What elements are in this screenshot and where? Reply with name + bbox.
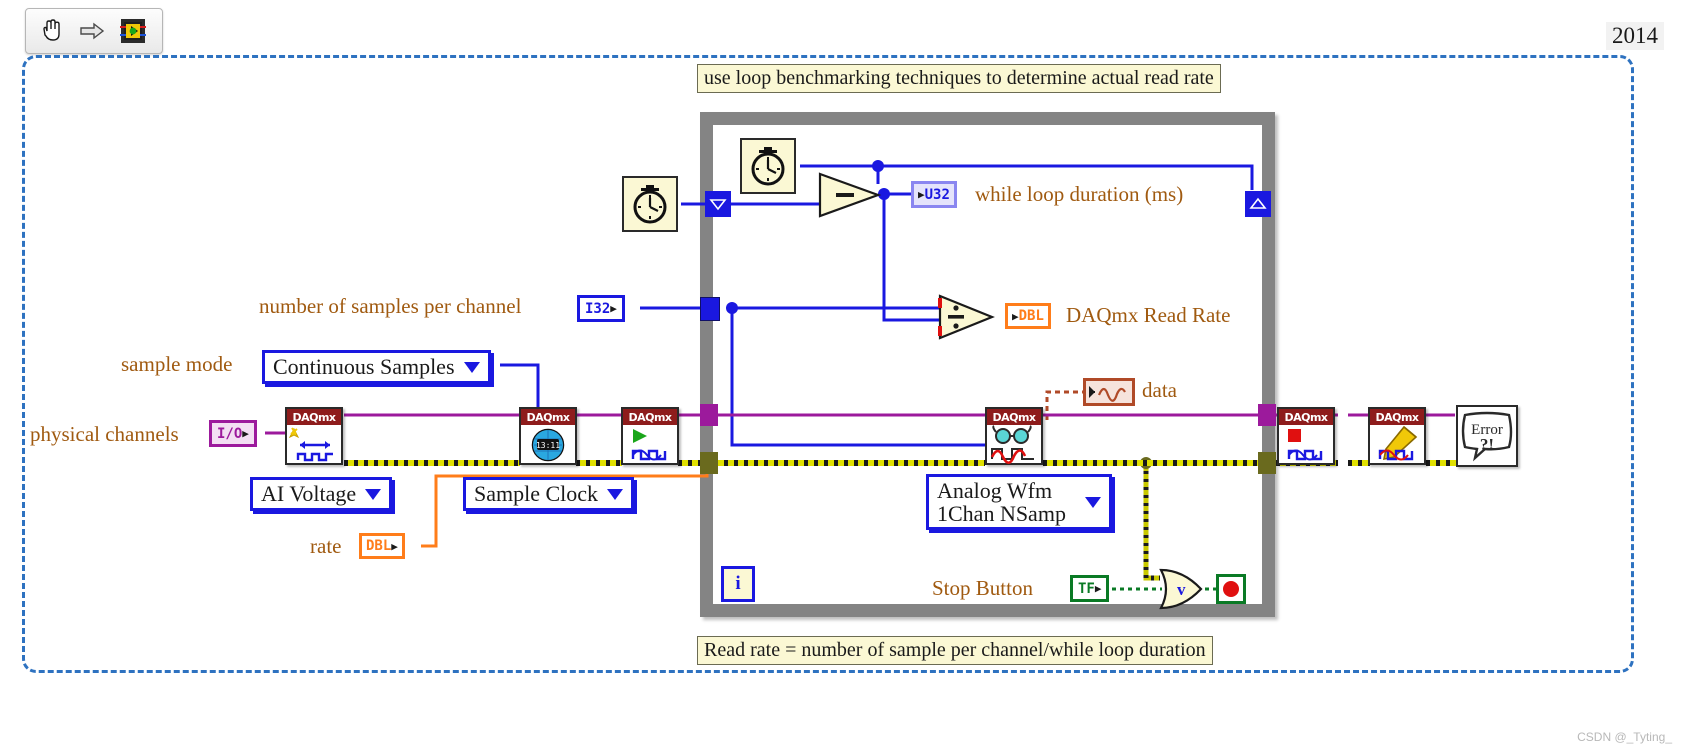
- physical-channels-control[interactable]: I/O▶: [209, 420, 257, 447]
- create-virtual-channel-icon: [287, 425, 341, 463]
- vi-header: DAQmx: [623, 409, 677, 425]
- vi-header: DAQmx: [287, 409, 341, 425]
- subtract-function[interactable]: [818, 172, 882, 218]
- read-type-line2: 1Chan NSamp: [937, 501, 1066, 527]
- svg-text:13:11: 13:11: [536, 441, 560, 450]
- read-type-ring[interactable]: Analog Wfm 1Chan NSamp: [926, 474, 1112, 531]
- chevron-down-icon: [607, 488, 624, 500]
- start-task-icon: [623, 425, 677, 463]
- stopwatch-icon: [751, 147, 785, 186]
- iteration-terminal: i: [721, 566, 755, 602]
- timing-clock-icon: 13:11: [521, 425, 575, 463]
- loop-stop-terminal[interactable]: [1216, 574, 1246, 604]
- stop-button-control[interactable]: TF▶: [1070, 575, 1110, 602]
- sample-mode-label: sample mode: [121, 352, 233, 376]
- data-label: data: [1142, 378, 1177, 402]
- comment-top: use loop benchmarking techniques to dete…: [697, 64, 1221, 93]
- chevron-down-icon: [709, 199, 727, 211]
- chevron-down-icon: [365, 488, 382, 500]
- or-function[interactable]: v: [1158, 568, 1204, 610]
- daqmx-stop-task-vi[interactable]: DAQmx: [1277, 407, 1335, 465]
- stop-button-label: Stop Button: [932, 576, 1033, 600]
- watermark: CSDN @_Tyting_: [1577, 730, 1672, 744]
- data-indicator[interactable]: [1083, 378, 1135, 406]
- daqmx-read-rate-indicator[interactable]: ▶DBL: [1005, 303, 1051, 329]
- stopwatch-icon: [633, 185, 667, 224]
- tunnel-error-out: [1258, 452, 1276, 474]
- simple-error-handler-vi[interactable]: Error ?!: [1456, 405, 1518, 467]
- vi-header: DAQmx: [987, 409, 1041, 425]
- tunnel-error-in: [700, 452, 718, 474]
- vi-header: DAQmx: [1279, 409, 1333, 425]
- labview-icon[interactable]: [118, 16, 148, 46]
- comment-bottom: Read rate = number of sample per channel…: [697, 636, 1213, 665]
- tick-count-ms-outer[interactable]: [622, 176, 678, 232]
- daqmx-create-channel-vi[interactable]: DAQmx: [285, 407, 343, 465]
- vi-header: DAQmx: [521, 409, 575, 425]
- waveform-icon: [1089, 386, 1126, 402]
- svg-text:Error: Error: [1471, 422, 1503, 438]
- stop-indicator-dot: [1223, 581, 1239, 597]
- chevron-down-icon: [1084, 496, 1101, 508]
- tunnel-samples: [700, 297, 720, 321]
- shift-register-right[interactable]: [1245, 191, 1271, 217]
- physical-channels-label: physical channels: [30, 422, 179, 446]
- svg-text:v: v: [1177, 580, 1186, 599]
- read-glasses-icon: [987, 425, 1041, 465]
- version-badge: 2014: [1606, 22, 1664, 50]
- number-of-samples-label: number of samples per channel: [259, 294, 522, 318]
- tick-count-ms-inner[interactable]: [740, 138, 796, 194]
- toolbar[interactable]: [25, 8, 163, 54]
- svg-text:?!: ?!: [1480, 435, 1494, 454]
- vi-header: DAQmx: [1370, 409, 1424, 425]
- block-diagram-border: [22, 55, 1634, 673]
- stop-task-icon: [1279, 425, 1333, 463]
- error-speech-bubble-icon: Error ?!: [1461, 411, 1513, 462]
- rate-control[interactable]: DBL▶: [359, 533, 405, 559]
- divide-function[interactable]: [938, 294, 996, 340]
- arrow-right-icon[interactable]: [77, 16, 107, 46]
- while-loop-duration-label: while loop duration (ms): [975, 182, 1184, 206]
- chevron-down-icon: [463, 361, 480, 373]
- sample-clock-ring[interactable]: Sample Clock: [463, 477, 635, 511]
- tunnel-task-in: [700, 404, 718, 426]
- clear-task-icon: [1370, 425, 1424, 463]
- read-type-line1: Analog Wfm: [937, 478, 1053, 503]
- daqmx-read-rate-label: DAQmx Read Rate: [1066, 303, 1231, 327]
- daqmx-read-vi[interactable]: DAQmx: [985, 407, 1043, 465]
- while-loop: [700, 112, 1275, 617]
- daqmx-clear-task-vi[interactable]: DAQmx: [1368, 407, 1426, 465]
- hand-icon[interactable]: [36, 16, 66, 46]
- daqmx-start-task-vi[interactable]: DAQmx: [621, 407, 679, 465]
- number-of-samples-control[interactable]: I32▶: [577, 295, 625, 322]
- sample-mode-ring[interactable]: Continuous Samples: [262, 350, 491, 384]
- rate-label: rate: [310, 534, 342, 558]
- daqmx-timing-vi[interactable]: DAQmx 13:11: [519, 407, 577, 465]
- shift-register-left[interactable]: [705, 191, 731, 217]
- chevron-up-icon: [1249, 197, 1267, 209]
- while-loop-duration-indicator[interactable]: ▶U32: [911, 181, 957, 208]
- ai-voltage-ring[interactable]: AI Voltage: [250, 477, 393, 511]
- tunnel-task-out: [1258, 404, 1276, 426]
